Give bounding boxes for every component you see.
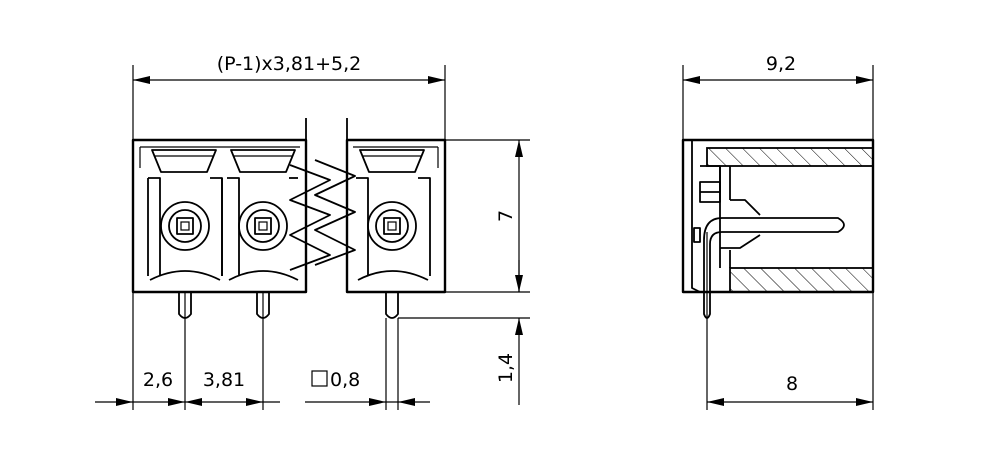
side-view <box>681 138 875 410</box>
dim-pin-size: 0,8 <box>330 369 360 391</box>
dim-pin-length: 1,4 <box>495 353 517 383</box>
screw-2 <box>238 201 288 251</box>
dim-side-width: 9,2 <box>766 53 796 75</box>
front-housing-left <box>131 138 308 294</box>
break-line <box>289 159 356 271</box>
screw-opening-1 <box>151 149 217 173</box>
pin-1 <box>178 292 192 410</box>
dim-overall-width: (P-1)x3,81+5,2 <box>217 53 362 75</box>
dim-height: 7 <box>495 210 517 222</box>
side-dimension-lines <box>682 65 874 410</box>
dim-side-depth: 8 <box>786 373 798 395</box>
dim-edge-offset: 2,6 <box>143 369 173 391</box>
screw-1 <box>160 201 210 251</box>
square-symbol <box>311 370 328 387</box>
screw-opening-2 <box>230 149 296 173</box>
screw-opening-3 <box>359 149 425 173</box>
side-contact-pin <box>703 217 845 319</box>
front-dimension-lines <box>95 65 530 410</box>
front-view <box>131 118 447 410</box>
pin-3 <box>385 292 399 410</box>
wire-channels <box>147 177 431 276</box>
pin-2 <box>256 292 270 410</box>
bottom-arcs <box>149 270 429 281</box>
dim-pitch: 3,81 <box>203 369 245 391</box>
screw-3 <box>367 201 417 251</box>
